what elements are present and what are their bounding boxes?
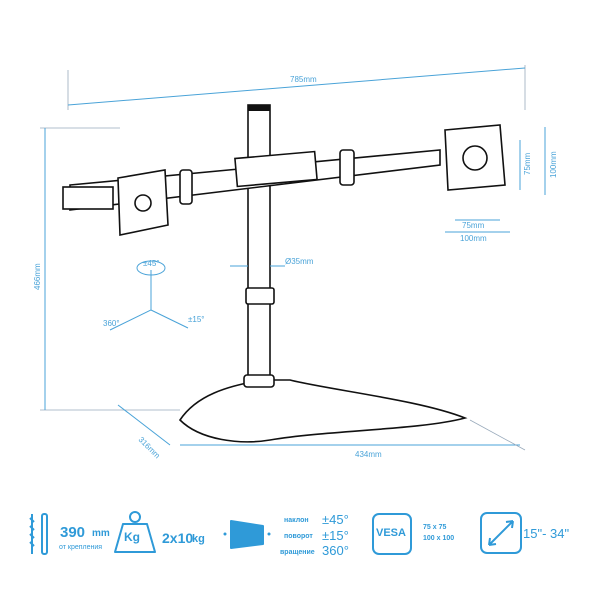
swivel-label: ±15° — [188, 315, 205, 324]
vesa-h-small-label: 75mm — [462, 221, 485, 230]
screen-size-range: 15"- 34" — [523, 526, 570, 541]
monitor-rotation-icon — [223, 520, 271, 549]
vesa-size-75: 75 x 75 — [423, 524, 447, 531]
pole — [247, 104, 271, 386]
vesa-v-large-label: 100mm — [549, 151, 558, 178]
tilt-label: ±45° — [143, 259, 160, 268]
rotate-spec-label: вращение — [280, 549, 315, 556]
rotate-spec-value: 360° — [322, 543, 349, 558]
base — [178, 379, 468, 443]
diameter-label: Ø35mm — [285, 257, 314, 266]
clamp-value: 390 — [60, 524, 86, 541]
rotate-label: 360° — [103, 319, 120, 328]
swivel-spec-value: ±15° — [322, 528, 349, 543]
vesa-icon-label: VESA — [376, 527, 406, 539]
clamp-icon — [29, 513, 48, 555]
depth-label: 316mm — [137, 435, 162, 460]
swivel-spec-label: поворот — [284, 533, 313, 540]
diagonal-size-icon — [480, 512, 522, 554]
weight-icon-label: Kg — [124, 530, 140, 544]
height-label: 466mm — [33, 263, 42, 290]
width-dimension-line — [67, 67, 526, 106]
vesa-v-small-label: 75mm — [523, 152, 532, 175]
vesa-icon — [372, 513, 412, 555]
vesa-size-100: 100 x 100 — [423, 535, 455, 542]
base-width-label: 434mm — [355, 450, 382, 459]
weight-value: 2x10 — [162, 530, 194, 546]
weight-icon — [114, 511, 156, 553]
weight-unit: kg — [192, 533, 205, 545]
clamp-caption: от крепления — [59, 544, 103, 551]
width-label: 785mm — [290, 75, 317, 84]
tilt-spec-label: наклон — [284, 517, 309, 524]
clamp-unit: mm — [92, 528, 110, 539]
vesa-h-large-label: 100mm — [460, 234, 487, 243]
tilt-spec-value: ±45° — [322, 512, 349, 527]
